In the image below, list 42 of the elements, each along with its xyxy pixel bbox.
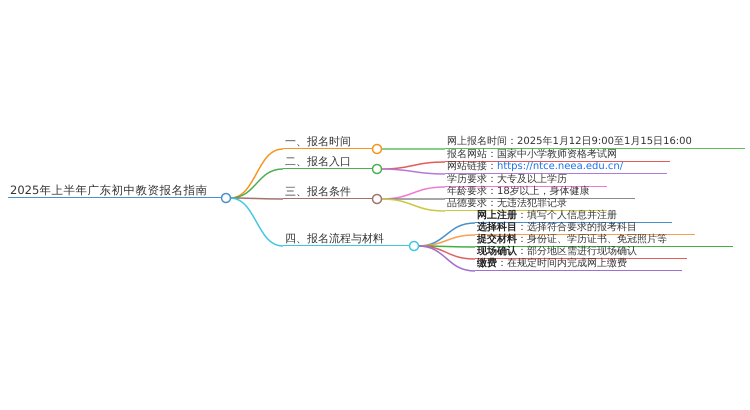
topic-text: 年龄要求：18岁以上，身体健康 — [447, 186, 590, 197]
topic-text: 三、报名条件 — [285, 186, 351, 197]
topic-text: 缴费：在规定时间内完成网上缴费 — [477, 258, 627, 269]
branch-line — [381, 148, 445, 150]
topic-node — [283, 137, 373, 149]
topic-text: 网站链接： — [447, 161, 497, 172]
branch-line — [380, 186, 446, 200]
topic-text: 2025年上半年广东初中教资报名指南 — [10, 185, 208, 196]
topic-node — [445, 175, 607, 187]
topic-text: 现场确认：部分地区需进行现场确认 — [477, 246, 637, 257]
topic-text: 二、报名入口 — [285, 156, 351, 167]
topic-node — [445, 199, 607, 211]
topic-text: 四、报名流程与材料 — [285, 233, 384, 244]
topic-text: 网上注册：填写个人信息并注册 — [477, 210, 617, 221]
topic-node — [283, 187, 373, 199]
topic-node — [283, 157, 373, 169]
topic-text: 提交材料：身份证、学历证书、免冠照片等 — [477, 234, 667, 245]
topic-node — [445, 150, 670, 162]
branch-line — [230, 197, 284, 247]
topic-node — [475, 247, 687, 259]
topic-node — [475, 259, 682, 271]
branch-line — [418, 245, 476, 272]
topic-text: 一、报名时间 — [285, 136, 351, 147]
branch-line — [380, 198, 446, 212]
topic-text: 学历要求：大专及以上学历 — [447, 174, 567, 185]
branch-line — [380, 161, 446, 170]
topic-node — [8, 186, 222, 198]
link: https://ntce.neea.edu.cn/ — [497, 161, 624, 172]
topic-node — [475, 211, 672, 223]
topic-node — [445, 162, 667, 174]
topic-node — [283, 234, 410, 246]
topic-node — [445, 187, 635, 199]
topic-node — [475, 235, 733, 247]
topic-node — [475, 223, 695, 235]
topic-text: 品德要求：无违法犯罪记录 — [447, 198, 567, 209]
branch-line — [380, 168, 446, 175]
topic-node — [445, 137, 745, 149]
topic-text: 网上报名时间：2025年1月12日9:00至1月15日16:00 — [447, 136, 692, 147]
branch-line — [418, 234, 476, 247]
topic-text: 报名网站：国家中小学教师资格考试网 — [447, 149, 617, 160]
topic-text: 选择科目：选择符合要求的报考科目 — [477, 222, 637, 233]
branch-line — [230, 168, 284, 199]
